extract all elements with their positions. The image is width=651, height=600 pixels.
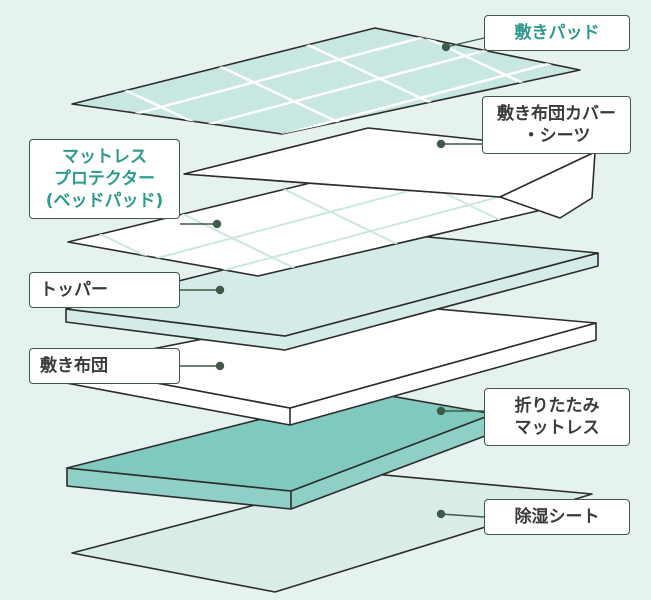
label-futon-cover-line1: 敷き布団カバー	[497, 104, 616, 124]
leader-dot	[436, 509, 446, 519]
label-protector-line2: プロテクター	[53, 169, 156, 189]
leader-dot	[215, 361, 225, 371]
label-mattress-protector: マットレス プロテクター (ベッドパッド)	[29, 139, 180, 219]
label-shiki-futon-text: 敷き布団	[40, 356, 108, 376]
label-protector-line3: (ベッドパッド)	[45, 191, 164, 211]
leader-dot	[215, 285, 225, 295]
label-futon-cover-sheets: 敷き布団カバー ・シーツ	[482, 96, 631, 154]
label-topper: トッパー	[29, 272, 180, 308]
leader-dot	[212, 219, 222, 229]
leader-dot	[436, 406, 446, 416]
leader-lines	[180, 37, 485, 519]
label-shiki-futon: 敷き布団	[29, 348, 180, 384]
label-dehumidifying-text: 除湿シート	[514, 507, 600, 527]
label-folding-line1: 折りたたみ	[514, 396, 600, 416]
futon-cover-fold	[183, 173, 501, 198]
leader-line-dehumidifying-sheet	[440, 513, 485, 518]
label-protector-line1: マットレス	[62, 147, 147, 167]
leader-dot	[436, 139, 446, 149]
leader-dot	[441, 42, 451, 52]
label-topper-text: トッパー	[40, 280, 108, 300]
label-folding-line2: マットレス	[514, 418, 600, 438]
futon-cover-side	[499, 151, 596, 219]
label-dehumidifying-sheet: 除湿シート	[484, 499, 630, 535]
pad-grid-line	[72, 48, 580, 134]
label-folding-mattress: 折りたたみ マットレス	[484, 388, 630, 446]
label-shiki-pad: 敷きパッド	[484, 15, 630, 51]
label-shiki-pad-text: 敷きパッド	[514, 23, 600, 43]
leader-line-shiki-pad	[445, 37, 485, 48]
label-futon-cover-line2: ・シーツ	[522, 126, 591, 146]
